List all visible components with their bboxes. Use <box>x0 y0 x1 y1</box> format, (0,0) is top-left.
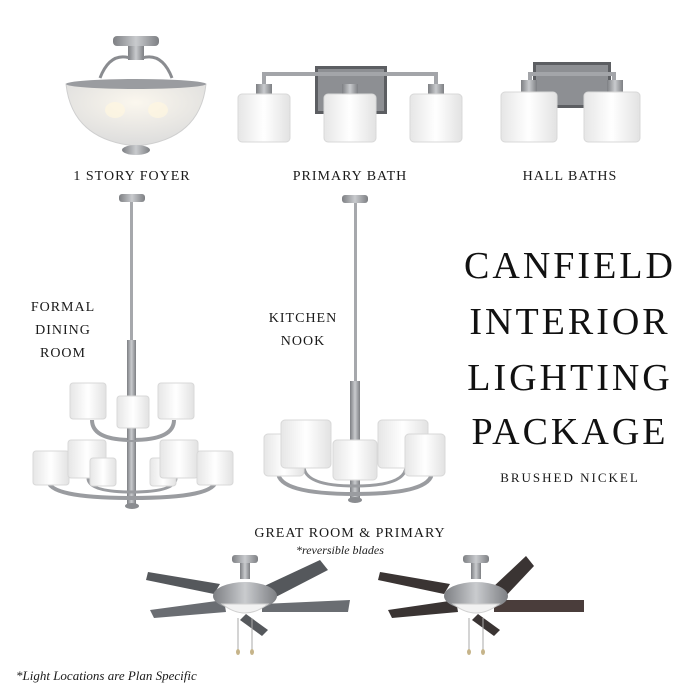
three-light-vanity-icon <box>237 66 463 143</box>
label-dining-line1: FORMAL <box>30 300 96 315</box>
label-foyer: 1 STORY FOYER <box>73 169 191 184</box>
title-line-4: PACKAGE <box>471 411 669 453</box>
label-nook-line2: NOOK <box>280 334 326 349</box>
label-dining-line3: ROOM <box>39 346 86 361</box>
note-reversible-blades: *reversible blades <box>296 543 384 557</box>
five-light-chandelier-icon <box>263 195 446 503</box>
label-great-room: GREAT ROOM & PRIMARY <box>254 526 446 541</box>
label-hall-baths: HALL BATHS <box>522 169 618 184</box>
title-line-1: CANFIELD <box>464 245 676 287</box>
label-dining-line2: DINING <box>35 323 91 338</box>
two-tier-chandelier-icon <box>32 194 234 509</box>
two-light-vanity-icon <box>500 62 641 143</box>
label-nook-line1: KITCHEN <box>268 311 338 326</box>
semi-flush-fixture-icon <box>65 36 207 155</box>
ceiling-fan-icon <box>146 555 350 655</box>
ceiling-fan-icon <box>378 555 584 655</box>
label-formal-dining: FORMAL DINING ROOM <box>18 296 108 365</box>
title-line-3: LIGHTING <box>467 357 673 399</box>
label-kitchen-nook: KITCHEN NOOK <box>258 307 348 353</box>
label-primary-bath: PRIMARY BATH <box>292 169 408 184</box>
finish-label: BRUSHED NICKEL <box>500 470 640 485</box>
footnote: *Light Locations are Plan Specific <box>16 668 197 683</box>
title-line-2: INTERIOR <box>469 301 671 343</box>
